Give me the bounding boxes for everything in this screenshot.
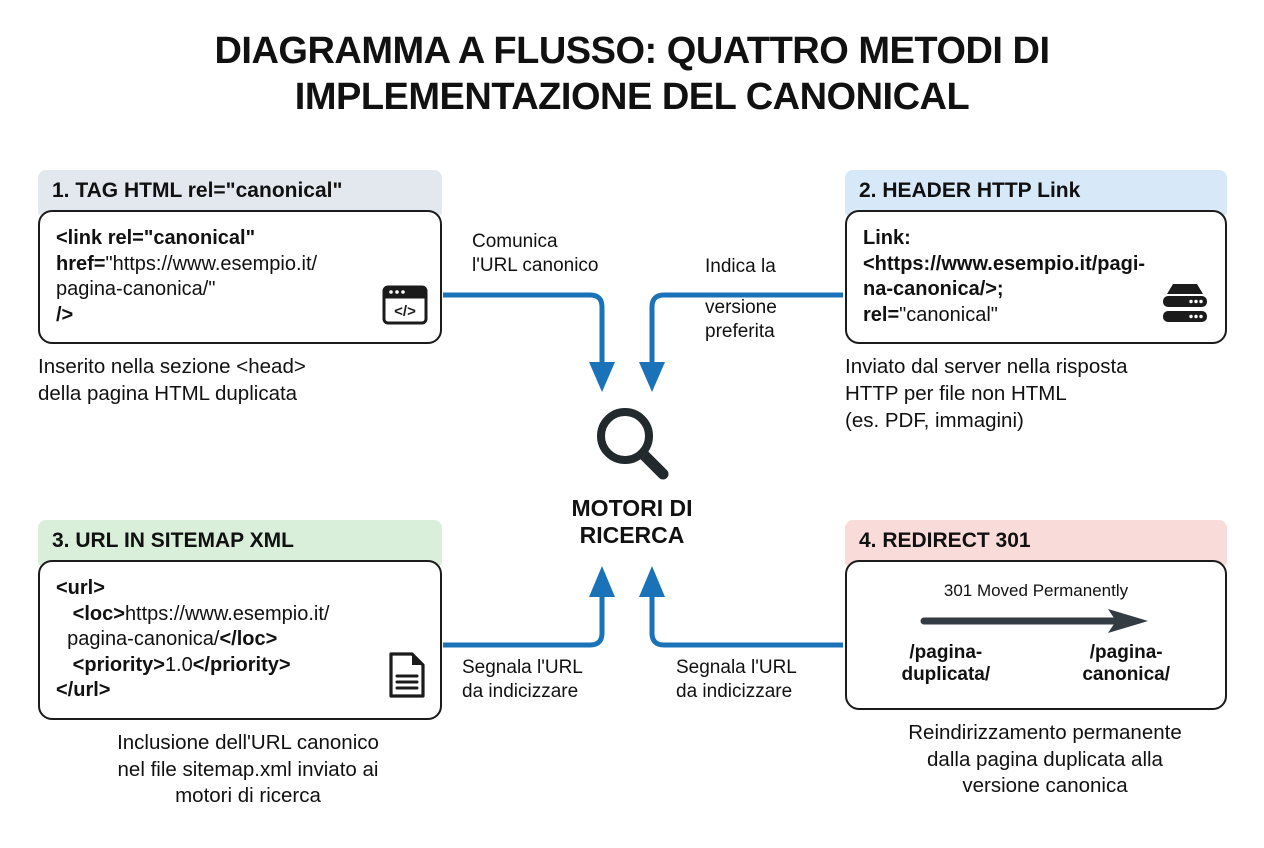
method-card-http-header[interactable]: 2. HEADER HTTP Link Link: <https://www.e… <box>845 170 1227 434</box>
card3-caption: Inclusione dell'URL canonico nel file si… <box>117 730 379 808</box>
card4-body: 301 Moved Permanently /pagina- duplicata… <box>845 560 1227 710</box>
card1-body: <link rel="canonical" href="https://www.… <box>38 210 442 345</box>
document-icon <box>386 650 428 708</box>
page-title: DIAGRAMMA A FLUSSO: QUATTRO METODI DI IM… <box>214 30 1050 119</box>
card3-header: 3. URL IN SITEMAP XML <box>38 520 442 566</box>
card3-code: <url> <loc>https://www.esempio.it/ pagin… <box>56 577 330 702</box>
svg-text:</>: </> <box>394 303 416 320</box>
card2-code: Link: <https://www.esempio.it/pagi- na-c… <box>863 227 1146 326</box>
connector-label-bottom-right: Segnala l'URL da indicizzare <box>676 657 797 702</box>
server-icon <box>1157 281 1213 333</box>
card1-code: <link rel="canonical" href="https://www.… <box>56 227 318 326</box>
hub-label: MOTORI DI RICERCA <box>571 495 693 548</box>
redirect-target-url: /pagina- canonica/ <box>1082 641 1171 686</box>
card4-caption: Reindirizzamento permanente dalla pagina… <box>908 721 1182 798</box>
card1-header: 1. TAG HTML rel="canonical" <box>38 170 442 216</box>
method-card-sitemap[interactable]: 3. URL IN SITEMAP XML <url> <loc>https:/… <box>38 520 442 810</box>
connector-arrowhead-bottom-right <box>639 566 665 597</box>
connector-label-bottom-left: Segnala l'URL da indicizzare <box>462 657 583 702</box>
magnifier-icon <box>597 408 669 480</box>
connector-arrowhead-top-right <box>639 362 665 392</box>
connector-label-top-right-line2: versione preferita <box>705 297 777 342</box>
card2-body: Link: <https://www.esempio.it/pagi- na-c… <box>845 210 1227 345</box>
card3-body: <url> <loc>https://www.esempio.it/ pagin… <box>38 560 442 720</box>
connector-arrowhead-bottom-left <box>589 566 615 597</box>
connector-arrowhead-top-left <box>589 362 615 392</box>
connector-line-bottom-right <box>649 592 843 648</box>
card4-header: 4. REDIRECT 301 <box>845 520 1227 566</box>
card2-header: 2. HEADER HTTP Link <box>845 170 1227 216</box>
search-engines-hub: MOTORI DI RICERCA <box>512 400 752 548</box>
redirect-source-url: /pagina- duplicata/ <box>901 641 991 686</box>
connector-label-top-right-line1: Indica la <box>705 256 776 277</box>
redirect-illustration: 301 Moved Permanently /pagina- duplicata… <box>863 576 1209 687</box>
card2-caption: Inviato dal server nella risposta HTTP p… <box>845 355 1128 432</box>
method-card-html-tag[interactable]: 1. TAG HTML rel="canonical" <link rel="c… <box>38 170 442 408</box>
redirect-status-text: 301 Moved Permanently <box>943 581 1129 600</box>
connector-label-top-left: Comunica l'URL canonico <box>472 231 599 276</box>
card1-caption: Inserito nella sezione <head> della pagi… <box>38 355 306 406</box>
method-card-redirect-301[interactable]: 4. REDIRECT 301 301 Moved Permanently /p… <box>845 520 1227 800</box>
connector-line-bottom-left <box>443 592 605 648</box>
arrow-right-icon <box>920 608 1148 633</box>
code-window-icon: </> <box>382 285 428 333</box>
